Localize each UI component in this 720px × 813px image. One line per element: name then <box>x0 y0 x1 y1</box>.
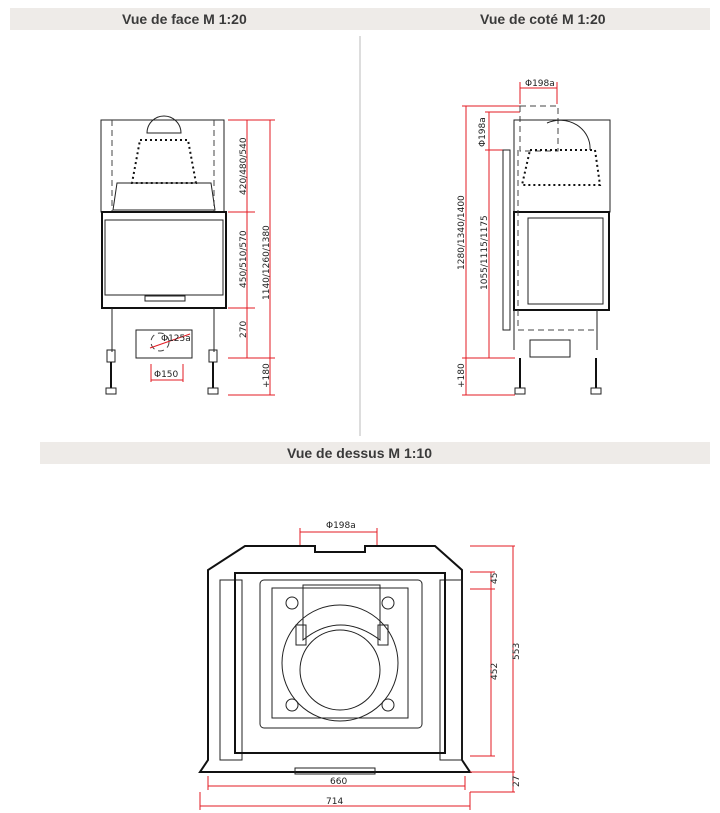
dim-flue-top: Φ198a <box>525 79 555 89</box>
dim-total: 1140/1260/1380 <box>262 225 272 300</box>
side-view-title: Vue de coté M 1:20 <box>480 11 606 27</box>
dim-45: 45 <box>490 573 500 584</box>
header-bar-top: Vue de face M 1:20 Vue de coté M 1:20 <box>10 8 710 30</box>
dim-714: 714 <box>326 797 343 807</box>
dim-legs-side: +180 <box>457 363 467 388</box>
dim-glass: 450/510/570 <box>239 230 249 288</box>
dim-452: 452 <box>490 663 500 680</box>
front-view-title: Vue de face M 1:20 <box>122 11 247 27</box>
dim-hood: 420/480/540 <box>239 137 249 195</box>
dim-legs: +180 <box>262 363 272 388</box>
dim-27: 27 <box>512 776 522 787</box>
dim-flue-side: Φ198a <box>478 117 488 147</box>
dim-flue-height: 1055/1115/1175 <box>480 215 490 290</box>
front-view: Φ125a Φ150 420/480/540 450/510/570 1140/… <box>100 115 275 396</box>
dim-outlet: Φ125a <box>161 334 191 344</box>
dim-base: 270 <box>239 321 249 338</box>
dim-inlet: Φ150 <box>154 370 179 380</box>
header-bar-bottom: Vue de dessus M 1:10 <box>40 442 710 464</box>
dim-660: 660 <box>330 777 347 787</box>
top-view: Φ198a 45 452 553 27 660 714 <box>198 521 522 810</box>
firebox-glass <box>101 211 227 309</box>
side-view: Φ198a Φ198a 1280/1340/1400 1055/1115/117… <box>457 79 611 396</box>
dim-553: 553 <box>512 643 522 660</box>
dim-total-side: 1280/1340/1400 <box>457 195 467 270</box>
top-view-title: Vue de dessus M 1:10 <box>287 445 432 461</box>
dim-flue-topview: Φ198a <box>326 521 356 531</box>
